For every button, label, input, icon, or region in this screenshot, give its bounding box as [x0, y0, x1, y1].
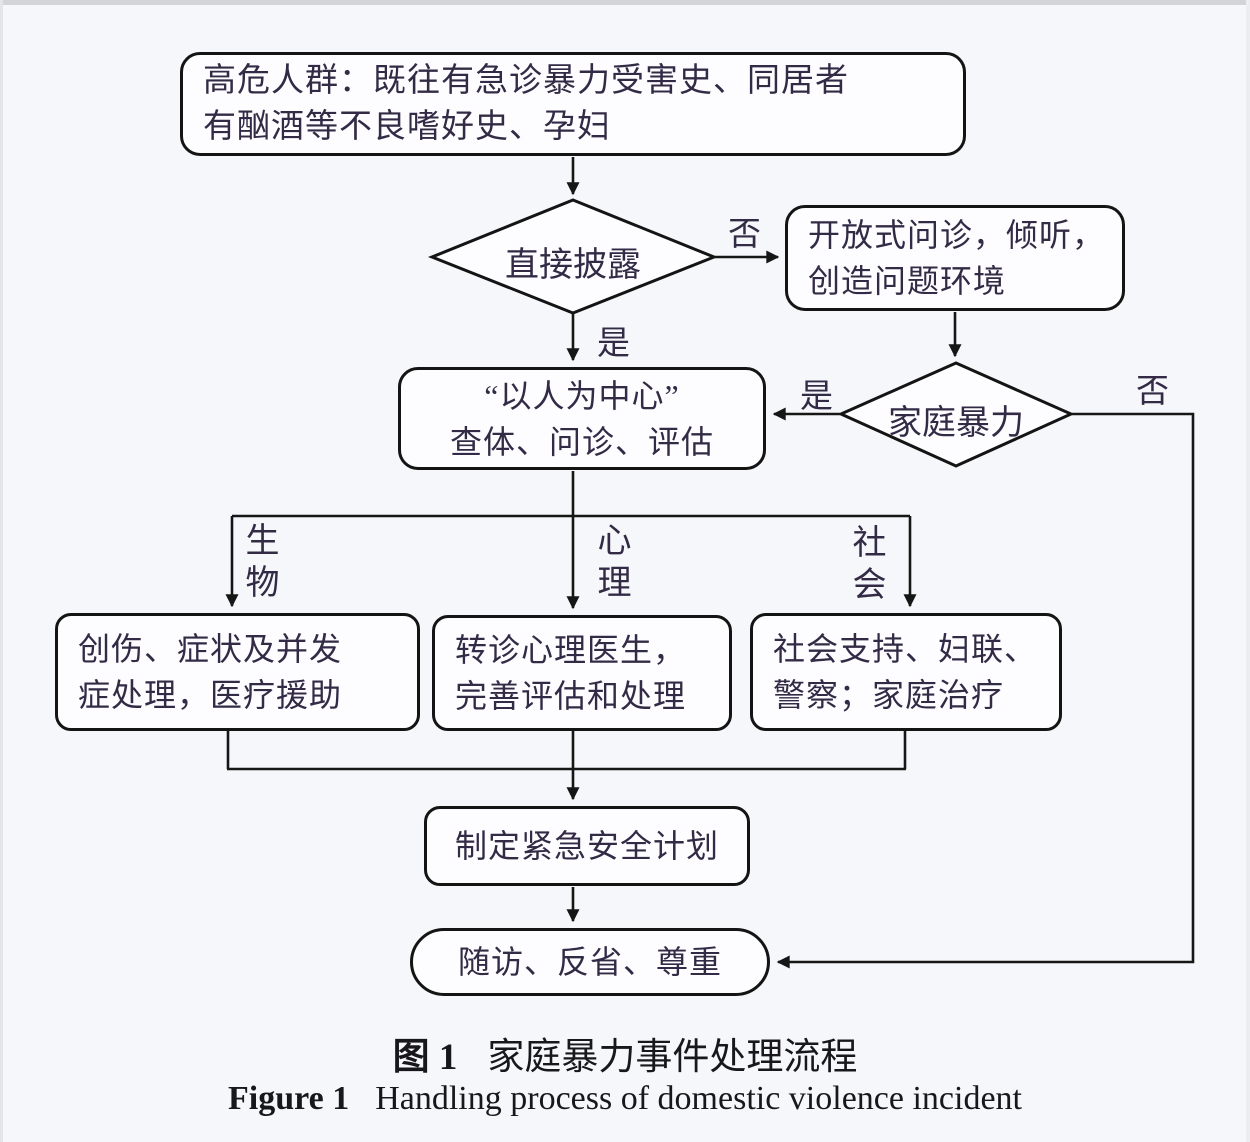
edge-label-disclosure-no: 否 [728, 217, 761, 253]
node-high-risk-line2: 有酗酒等不良嗜好史、孕妇 [203, 109, 611, 145]
node-high-risk-line1: 高危人群：既往有急诊暴力受害史、同居者 [203, 63, 849, 99]
node-bio-treatment: 创伤、症状及并发 症处理，医疗援助 [55, 613, 420, 731]
node-psych-referral-line1: 转诊心理医生， [455, 632, 687, 668]
edge-label-dv-yes: 是 [800, 379, 833, 415]
caption-en-text: Handling process of domestic violence in… [375, 1080, 1022, 1117]
node-person-centered: “以人为中心” 查体、问诊、评估 [398, 367, 766, 470]
frame-right-edge [1246, 0, 1250, 1142]
decision-domestic-violence-label: 家庭暴力 [888, 405, 1024, 442]
branch-label-bio: 生物 [240, 522, 277, 606]
frame-left-edge [0, 0, 3, 1142]
node-safety-plan: 制定紧急安全计划 [424, 806, 750, 886]
caption-zh: 图 1 家庭暴力事件处理流程 [0, 1026, 1250, 1080]
caption-zh-text: 家庭暴力事件处理流程 [487, 1037, 858, 1078]
edge-label-disclosure-yes: 是 [597, 326, 630, 362]
node-high-risk-population: 高危人群：既往有急诊暴力受害史、同居者 有酗酒等不良嗜好史、孕妇 [180, 52, 966, 156]
caption-en-prefix: Figure 1 [228, 1080, 350, 1117]
node-person-centered-line2: 查体、问诊、评估 [449, 423, 714, 460]
node-person-centered-line1: “以人为中心” [484, 377, 680, 414]
node-open-inquiry: 开放式问诊，倾听， 创造问题环境 [785, 205, 1125, 311]
edge-label-dv-no: 否 [1136, 374, 1169, 410]
frame-top-edge [0, 0, 1250, 5]
node-social-support-line2: 警察；家庭治疗 [773, 677, 1005, 713]
node-psych-referral: 转诊心理医生， 完善评估和处理 [432, 615, 732, 731]
node-safety-plan-label: 制定紧急安全计划 [454, 828, 719, 864]
node-open-inquiry-line1: 开放式问诊，倾听， [808, 217, 1106, 253]
node-social-support: 社会支持、妇联、 警察；家庭治疗 [750, 613, 1062, 731]
node-psych-referral-line2: 完善评估和处理 [455, 678, 687, 714]
node-follow-up: 随访、反省、尊重 [410, 928, 770, 996]
caption-en: Figure 1 Handling process of domestic vio… [0, 1080, 1250, 1118]
node-bio-treatment-line2: 症处理，医疗援助 [78, 677, 343, 713]
node-follow-up-label: 随访、反省、尊重 [457, 944, 722, 980]
branch-label-psych: 心理 [592, 522, 629, 606]
caption-zh-prefix: 图 1 [392, 1037, 458, 1078]
node-bio-treatment-line1: 创伤、症状及并发 [78, 631, 343, 667]
node-open-inquiry-line2: 创造问题环境 [808, 263, 1007, 299]
node-social-support-line1: 社会支持、妇联、 [773, 631, 1038, 667]
branch-label-social: 社会 [847, 524, 884, 608]
decision-direct-disclosure-label: 直接披露 [505, 247, 641, 284]
